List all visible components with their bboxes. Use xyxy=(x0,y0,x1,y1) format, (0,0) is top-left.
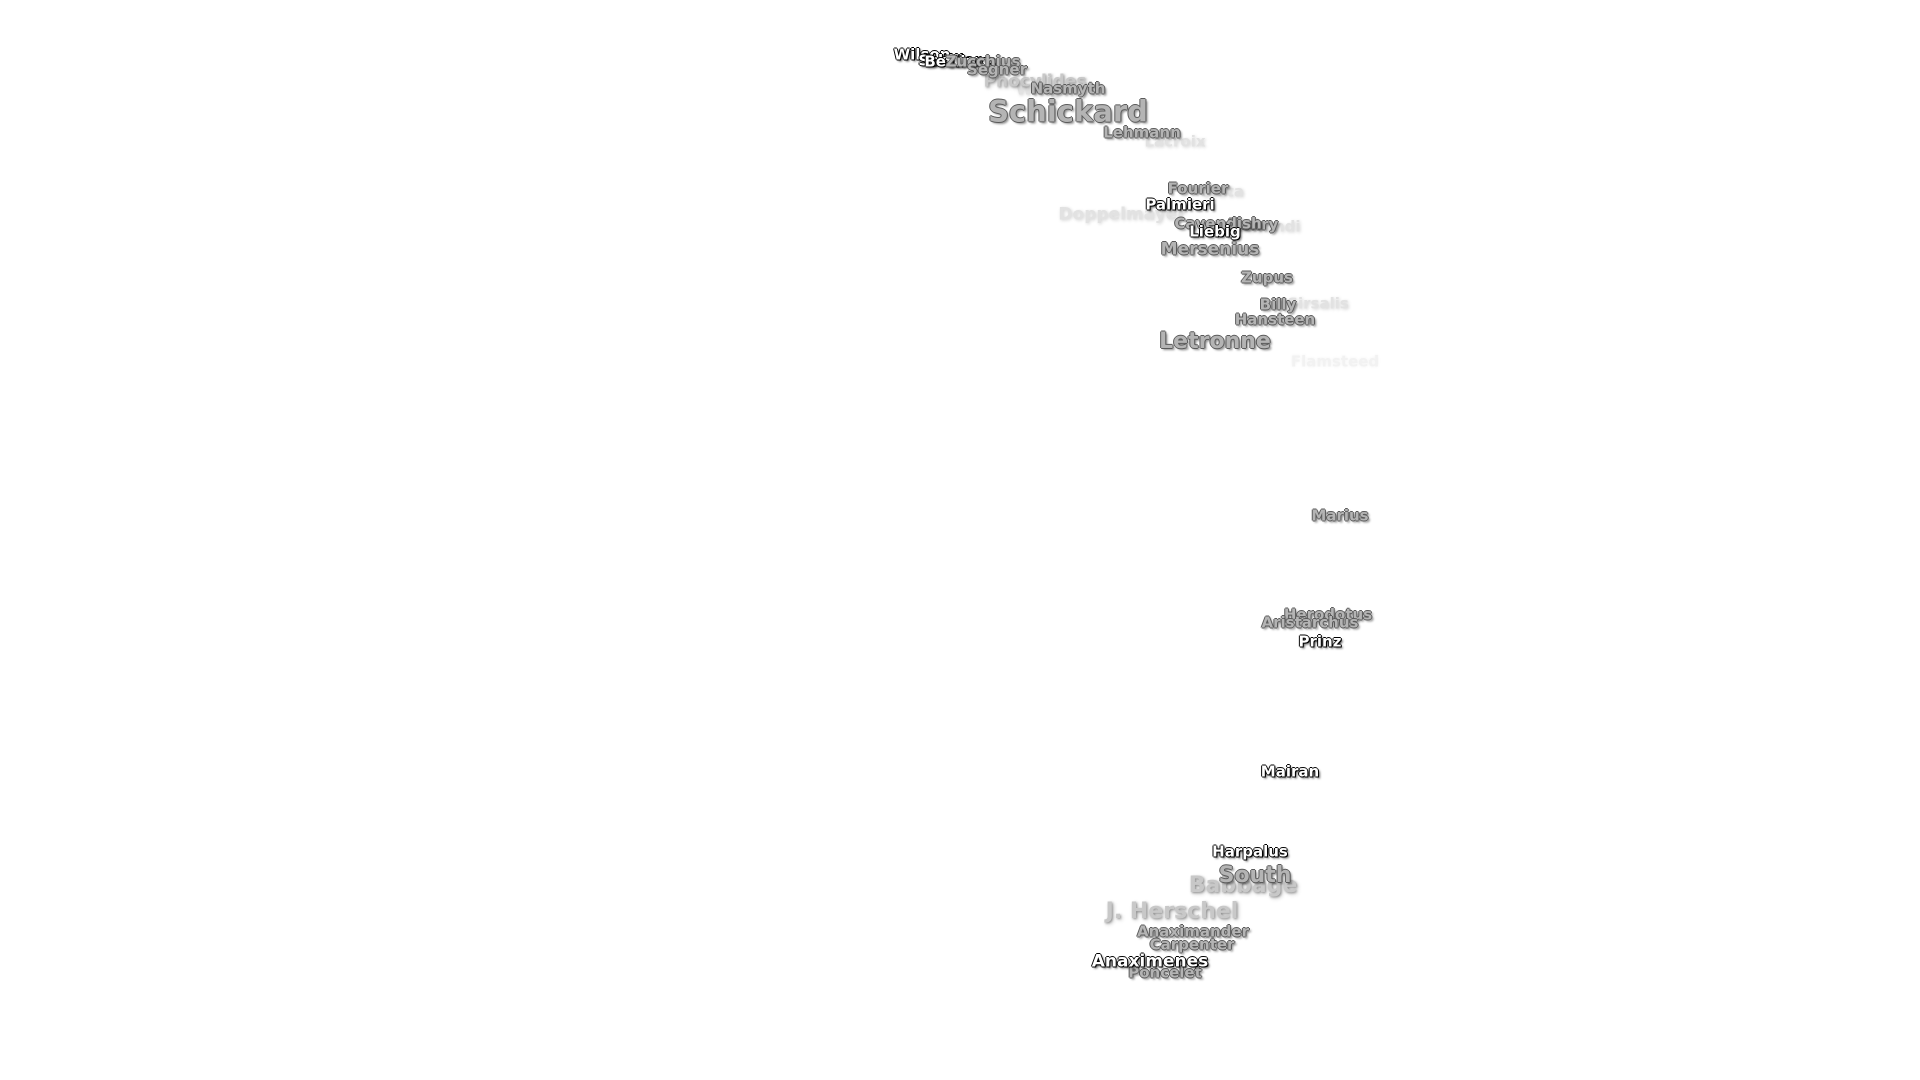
crater-label-anaximander[interactable]: Anaximander xyxy=(1137,922,1249,941)
crater-label-j-herschel[interactable]: J. Herschel xyxy=(1105,899,1239,924)
crater-label-babbage[interactable]: Babbage xyxy=(1188,873,1298,898)
crater-label-zucchius[interactable]: Zucchius xyxy=(945,52,1021,71)
crater-label-harpalus[interactable]: Harpalus xyxy=(1212,842,1288,861)
crater-label-anaximenes[interactable]: Anaximenes xyxy=(1091,951,1209,972)
crater-label-wargentin[interactable]: Wargentin xyxy=(1015,80,1105,99)
crater-label-schickard[interactable]: Schickard xyxy=(988,94,1148,129)
crater-label-lacroix[interactable]: Lacroix xyxy=(1144,132,1206,151)
crater-label-hansteen[interactable]: Hansteen xyxy=(1234,310,1316,329)
crater-label-liebig[interactable]: Liebig xyxy=(1189,222,1241,241)
crater-label-schiller[interactable]: Schiller xyxy=(918,51,982,70)
crater-label-gassendi[interactable]: Gassendi xyxy=(1223,217,1301,236)
crater-label-wilson[interactable]: Wilson xyxy=(893,45,951,64)
crater-label-south[interactable]: South xyxy=(1218,863,1292,888)
crater-label-segner[interactable]: Segner xyxy=(967,60,1027,79)
crater-label-vieta[interactable]: Vieta xyxy=(1200,182,1244,201)
crater-label-palmieri[interactable]: Palmieri xyxy=(1145,195,1215,214)
crater-label-bettinus[interactable]: Bettinus xyxy=(924,52,996,71)
crater-label-cavendish[interactable]: Cavendish xyxy=(1174,214,1262,233)
crater-label-zupus[interactable]: Zupus xyxy=(1241,268,1293,287)
crater-label-billy[interactable]: Billy xyxy=(1259,295,1297,314)
crater-label-carpenter[interactable]: Carpenter xyxy=(1149,935,1235,954)
crater-label-henry[interactable]: Henry xyxy=(1227,215,1279,234)
crater-label-poncelet[interactable]: Poncelet xyxy=(1128,963,1202,982)
crater-label-marius[interactable]: Marius xyxy=(1311,506,1369,525)
crater-label-herodotus[interactable]: Herodotus xyxy=(1283,605,1373,624)
crater-label-doppelmayer[interactable]: Doppelmayer xyxy=(1058,204,1186,225)
crater-label-sirsalis[interactable]: Sirsalis xyxy=(1287,294,1349,313)
crater-label-mairan[interactable]: Mairan xyxy=(1260,762,1320,781)
crater-label-flamsteed[interactable]: Flamsteed xyxy=(1290,352,1380,371)
crater-label-letronne[interactable]: Letronne xyxy=(1159,329,1271,354)
crater-label-prinz[interactable]: Prinz xyxy=(1298,632,1342,651)
crater-label-nasmyth[interactable]: Nasmyth xyxy=(1030,79,1106,98)
crater-label-mersenius[interactable]: Mersenius xyxy=(1160,239,1260,260)
crater-label-fourier[interactable]: Fourier xyxy=(1167,179,1229,198)
crater-label-phocylides[interactable]: Phocylides xyxy=(983,71,1087,92)
crater-label-lehmann[interactable]: Lehmann xyxy=(1103,123,1181,142)
crater-label-aristarchus[interactable]: Aristarchus xyxy=(1261,613,1359,632)
